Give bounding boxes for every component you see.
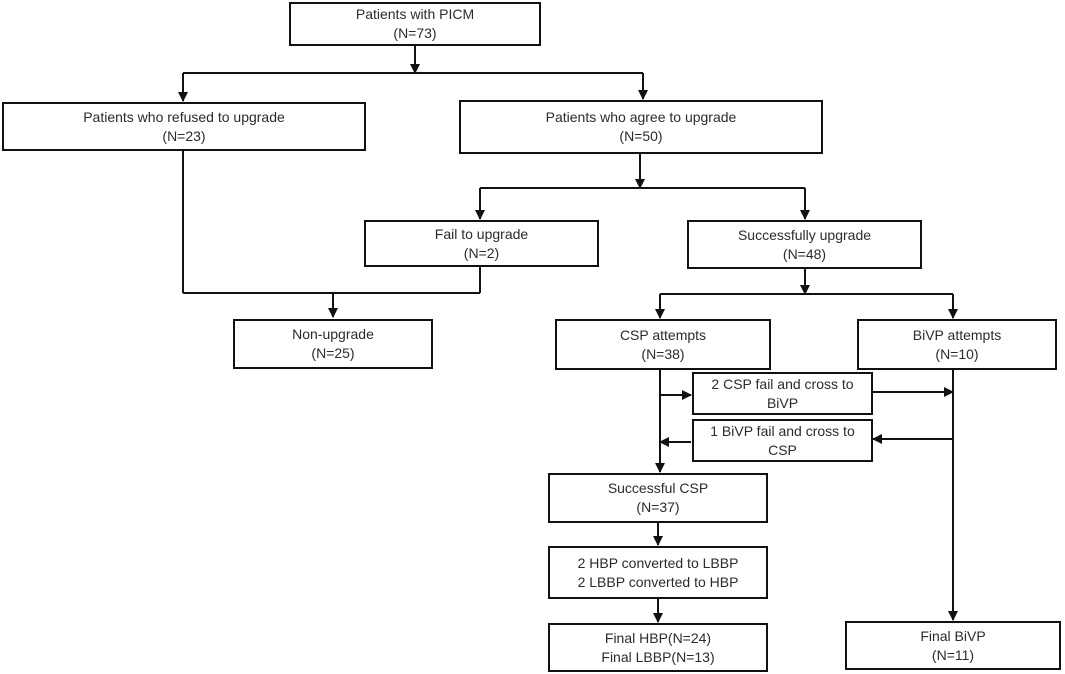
node-count: (N=25) <box>311 345 355 361</box>
node-successful-csp: Successful CSP (N=37) <box>548 473 768 523</box>
node-count: (N=37) <box>636 499 680 515</box>
node-label-continued: CSP <box>768 441 797 458</box>
node-successfully-upgrade: Successfully upgrade (N=48) <box>687 220 922 269</box>
node-final-bivp: Final BiVP (N=11) <box>845 621 1061 670</box>
node-label: Final HBP(N=24) <box>604 629 712 646</box>
node-count: (N=23) <box>162 127 206 144</box>
node-label: CSP attempts <box>619 326 707 343</box>
node-count: (N=48) <box>782 245 827 262</box>
node-refused-upgrade: Patients who refused to upgrade (N=23) <box>2 102 366 151</box>
node-label: Final BiVP <box>920 627 986 644</box>
node-count: (N=73) <box>393 25 437 41</box>
node-label: 2 CSP fail and cross to <box>711 375 854 392</box>
node-label-continued: BiVP <box>766 394 799 411</box>
node-bivp-cross-to-csp: 1 BiVP fail and cross to CSP <box>692 419 873 462</box>
node-label: Patients who agree to upgrade <box>545 109 737 125</box>
node-count: (N=38) <box>641 345 685 362</box>
node-label: 2 HBP converted to LBBP <box>577 554 739 571</box>
node-count: (N=50) <box>619 128 663 144</box>
node-label: Non-upgrade <box>292 326 374 342</box>
node-label: BiVP attempts <box>912 326 1002 343</box>
node-final-hbp-lbbp: Final HBP(N=24) Final LBBP(N=13) <box>548 623 768 672</box>
node-label-second: 2 LBBP converted to HBP <box>577 573 739 590</box>
node-label-second: Final LBBP(N=13) <box>601 648 715 665</box>
node-patients-picm: Patients with PICM (N=73) <box>289 2 541 46</box>
node-count: (N=10) <box>935 345 979 362</box>
node-label: Patients who refused to upgrade <box>83 108 285 125</box>
node-label: Successful CSP <box>607 480 709 496</box>
node-label: 1 BiVP fail and cross to <box>710 422 855 439</box>
node-label: Fail to upgrade <box>434 225 529 242</box>
node-label: Successfully upgrade <box>737 226 872 243</box>
node-non-upgrade: Non-upgrade (N=25) <box>233 319 433 369</box>
node-fail-upgrade: Fail to upgrade (N=2) <box>364 220 599 267</box>
node-csp-cross-to-bivp: 2 CSP fail and cross to BiVP <box>692 372 873 415</box>
node-csp-attempts: CSP attempts (N=38) <box>555 319 771 370</box>
node-count: (N=11) <box>931 646 975 663</box>
node-agree-upgrade: Patients who agree to upgrade (N=50) <box>459 100 823 154</box>
node-label: Patients with PICM <box>355 6 475 22</box>
node-hbp-lbbp-converted: 2 HBP converted to LBBP 2 LBBP converted… <box>548 546 768 599</box>
node-bivp-attempts: BiVP attempts (N=10) <box>857 319 1057 370</box>
node-count: (N=2) <box>463 244 500 261</box>
